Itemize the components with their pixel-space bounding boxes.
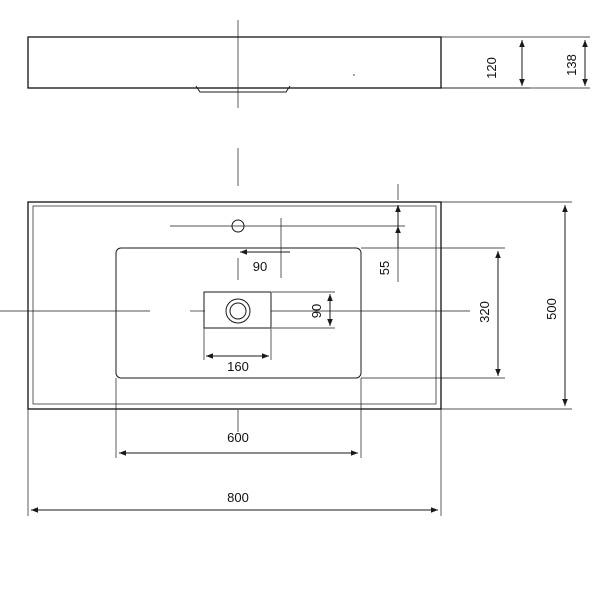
side-view-body [27,36,442,89]
dim-label-side-height: 120 [484,57,499,79]
dim-label-total-height: 138 [564,54,579,76]
dim-label-total-depth: 500 [544,298,559,320]
outer-rim [27,201,442,410]
dim-label-bowl-width: 600 [227,430,249,445]
side-view-drain-lip [195,85,291,93]
dim-label-drain-height: 90 [309,304,324,318]
dim-label-total-width: 800 [227,490,249,505]
side-view: 120 138 [27,20,590,108]
drain-inner-ring [229,302,247,320]
bowl-outline [115,247,362,379]
dim-label-bowl-depth: 320 [477,301,492,323]
drain-outer-ring [225,298,251,324]
drain-cutout [203,291,272,329]
dim-label-faucet-offset: 55 [377,261,392,275]
top-view: 55 90 90 160 320 500 600 [0,148,572,516]
inner-rim [32,205,437,405]
dim-label-drain-width: 160 [227,359,249,374]
dim-label-center-offset: 90 [253,259,267,274]
